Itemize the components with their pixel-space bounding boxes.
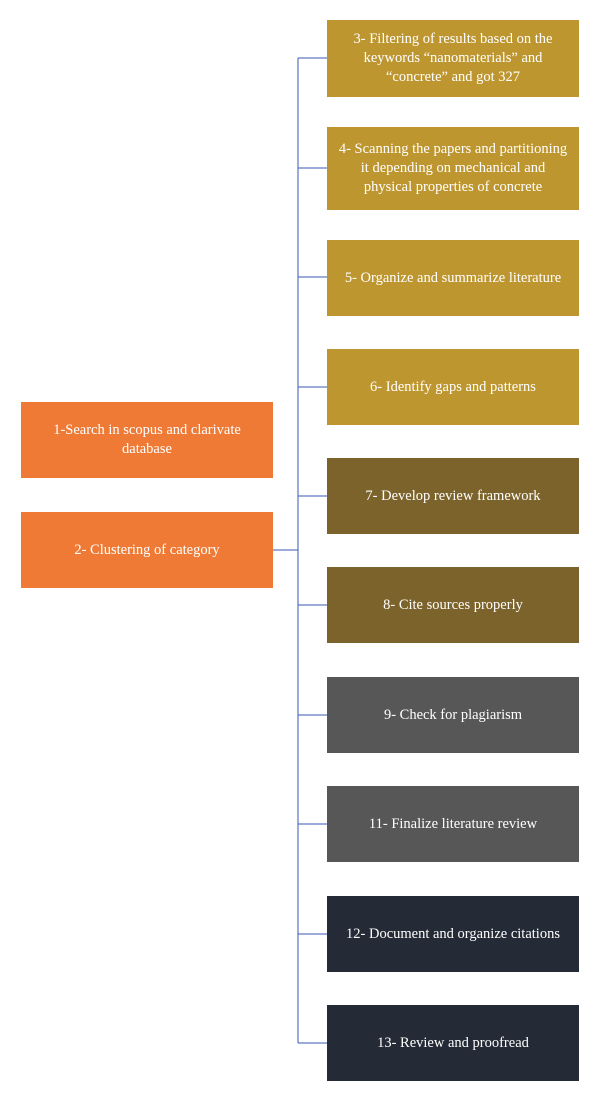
step-11-label: 11- Finalize literature review [368,815,538,832]
step-7-label: 7- Develop review framework [365,487,541,504]
step-4-box: 4- Scanning the papers and partitioning … [327,127,579,210]
step-8-box: 8- Cite sources properly [327,567,579,643]
step-5-label: 5- Organize and summarize literature [344,269,562,286]
step-7-box: 7- Develop review framework [327,458,579,534]
step-2-box: 2- Clustering of category [21,512,273,588]
step-1-box: 1-Search in scopus and clarivate databas… [21,402,273,478]
step-6-label: 6- Identify gaps and patterns [370,378,536,395]
step-13-label: 13- Review and proofread [377,1034,529,1051]
step-13-box: 13- Review and proofread [327,1005,579,1081]
step-3-box: 3- Filtering of results based on the key… [327,20,579,97]
step-11-box: 11- Finalize literature review [327,786,579,862]
step-12-box: 12- Document and organize citations [327,896,579,972]
step-12-label: 12- Document and organize citations [346,925,560,942]
step-4-label: 4- Scanning the papers and partitioning … [338,141,568,195]
step-2-label: 2- Clustering of category [74,541,220,558]
step-9-box: 9- Check for plagiarism [327,677,579,753]
step-5-box: 5- Organize and summarize literature [327,240,579,316]
step-9-label: 9- Check for plagiarism [383,706,523,723]
step-3-label: 3- Filtering of results based on the key… [353,31,553,85]
step-1-label: 1-Search in scopus and clarivate databas… [53,422,241,457]
step-6-box: 6- Identify gaps and patterns [327,349,579,425]
step-8-label: 8- Cite sources properly [383,596,523,613]
